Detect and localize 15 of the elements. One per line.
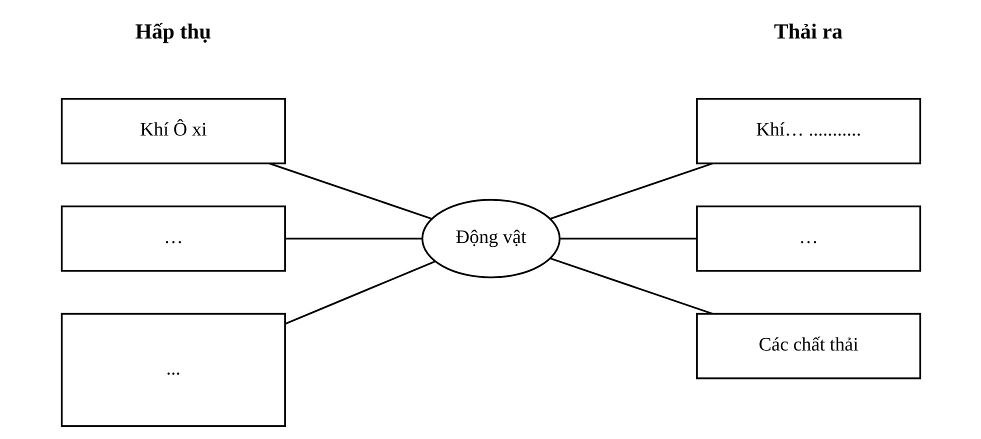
node-box: … [696, 205, 921, 272]
connector [550, 162, 713, 220]
connector [268, 162, 432, 220]
node-box: Các chất thải [696, 312, 921, 380]
connector [559, 238, 696, 240]
connector [284, 260, 435, 325]
node-box: … [60, 205, 286, 272]
label: Thải ra [773, 20, 842, 44]
node-box: ... [60, 312, 286, 427]
label: Hấp thụ [134, 20, 211, 44]
connector [550, 258, 713, 315]
node-ellipse: Động vật [420, 198, 560, 278]
connector [284, 238, 422, 240]
node-box: Khí Ô xi [60, 98, 286, 164]
node-box: Khí… ........... [696, 98, 921, 164]
